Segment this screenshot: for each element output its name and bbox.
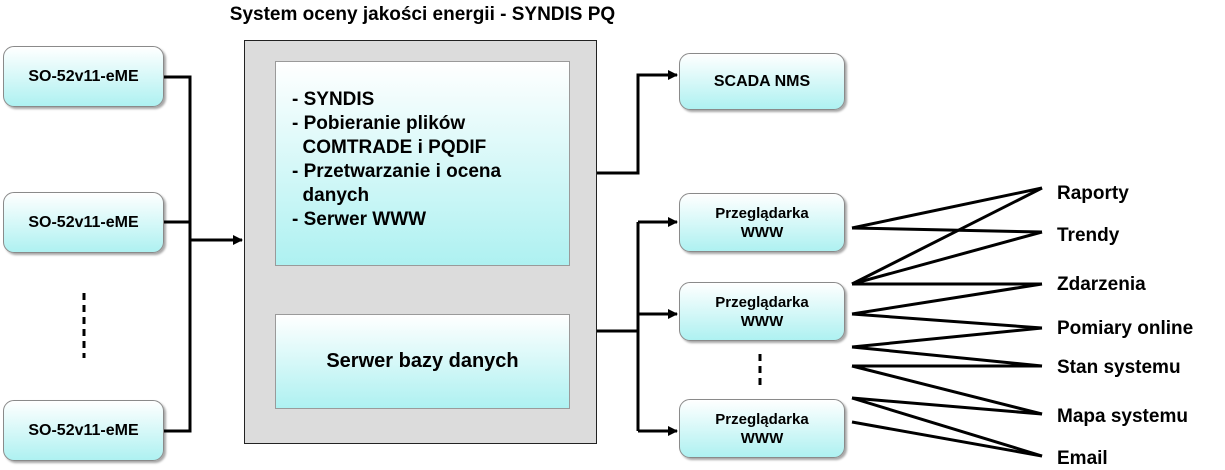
function-pomiary-online: Pomiary online xyxy=(1057,318,1194,339)
fan-b3-mapa xyxy=(851,364,1043,416)
module-processing: - Przetwarzanie i ocena xyxy=(292,161,502,182)
module-www-server: - Serwer WWW xyxy=(292,209,427,230)
module-processing-cont: danych xyxy=(292,185,370,206)
system-modules-box: - SYNDIS - Pobieranie plików COMTRADE i … xyxy=(275,61,570,266)
device-bus xyxy=(164,75,192,433)
device-box-2: SO-52v11-eME xyxy=(3,192,164,253)
scada-box: SCADA NMS xyxy=(679,53,845,110)
function-trendy: Trendy xyxy=(1057,225,1120,246)
fan-b2b-pomiary xyxy=(851,312,1043,330)
function-email: Email xyxy=(1057,448,1108,469)
system-container: - SYNDIS - Pobieranie plików COMTRADE i … xyxy=(244,40,597,444)
database-server-box: Serwer bazy danych xyxy=(275,314,570,409)
diagram-title: System oceny jakości energii - SYNDIS PQ xyxy=(229,4,616,25)
module-syndis: - SYNDIS xyxy=(292,89,375,110)
fan-b2-trendy xyxy=(851,230,1043,286)
fan-b2c-stan xyxy=(851,345,1043,368)
function-zdarzenia: Zdarzenia xyxy=(1057,274,1146,295)
browser-box-2: Przeglądarka WWW xyxy=(679,282,845,341)
function-mapa-systemu: Mapa systemu xyxy=(1057,406,1188,427)
fan-b1-raporty xyxy=(851,186,1043,230)
system-to-scada-arrow xyxy=(597,70,678,175)
fan-b1-trendy xyxy=(851,226,1043,234)
device-box-1: SO-52v11-eME xyxy=(3,46,164,107)
fan-b3b-mapa xyxy=(851,396,1043,416)
function-raporty: Raporty xyxy=(1057,183,1129,204)
fan-b2-raporty xyxy=(851,186,1043,286)
fan-b2b-zdarzenia xyxy=(851,282,1043,316)
browser-box-1: Przeglądarka WWW xyxy=(679,193,845,252)
module-download: - Pobieranie plików xyxy=(292,113,466,134)
fan-b3b-email xyxy=(851,396,1043,458)
fan-b3c-email xyxy=(851,420,1043,458)
module-download-formats: COMTRADE i PQDIF xyxy=(292,137,487,158)
device-box-3: SO-52v11-eME xyxy=(3,400,164,461)
fan-b2c-pomiary xyxy=(851,326,1043,349)
browser-box-3: Przeglądarka WWW xyxy=(679,399,845,458)
function-stan-systemu: Stan systemu xyxy=(1057,357,1181,378)
